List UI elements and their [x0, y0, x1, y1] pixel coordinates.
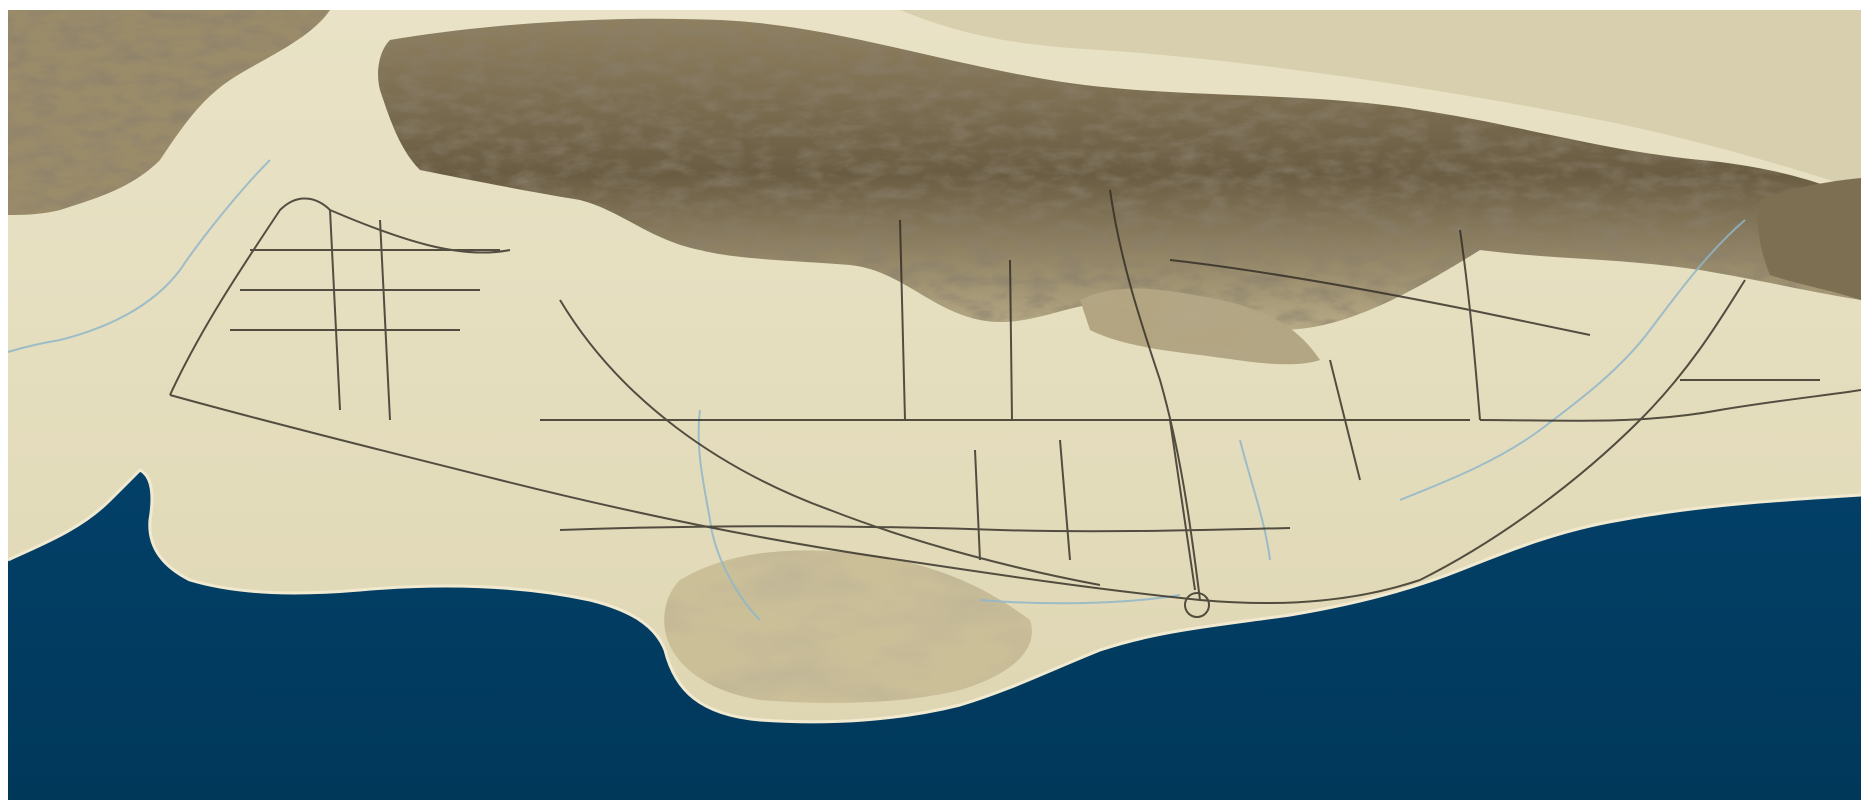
road-northwest: [169, 197, 511, 396]
road-canyon-5: [974, 449, 981, 561]
river-west: [7, 159, 271, 353]
rivers: [7, 159, 1746, 621]
road-canyon-2: [1009, 259, 1013, 421]
ocean: [8, 470, 1861, 800]
coastal-hills-texture: [664, 550, 1032, 703]
interchange: [1184, 592, 1210, 618]
road-south-lateral: [559, 525, 1291, 533]
road-canyon-6: [1059, 439, 1071, 561]
road-westside-grid-5: [379, 219, 391, 421]
road-diagonal: [559, 299, 1101, 586]
coastline: [7, 468, 1861, 724]
road-canyon-8: [1459, 229, 1481, 421]
road-westside-grid-4: [329, 209, 341, 411]
distant-hills: [900, 10, 1861, 190]
road-canyon-7: [1329, 359, 1361, 481]
road-canyon-4: [1169, 419, 1196, 591]
road-canyon-1: [899, 219, 906, 421]
mountain-ridge-east: [1758, 178, 1861, 300]
mountain-range-west-texture: [8, 10, 330, 215]
river-central: [697, 409, 761, 621]
road-canyon-3: [1109, 189, 1201, 601]
road-coastal-highway: [169, 394, 1421, 605]
road-east: [1419, 279, 1746, 581]
river-mid: [1239, 439, 1271, 561]
road-network: [169, 189, 1861, 618]
road-mountain: [1169, 259, 1591, 336]
river-east: [1399, 219, 1746, 501]
foothills-texture: [1080, 288, 1320, 365]
road-east-lateral: [1479, 389, 1861, 422]
river-south: [979, 594, 1181, 605]
mountain-texture: [378, 18, 1861, 330]
